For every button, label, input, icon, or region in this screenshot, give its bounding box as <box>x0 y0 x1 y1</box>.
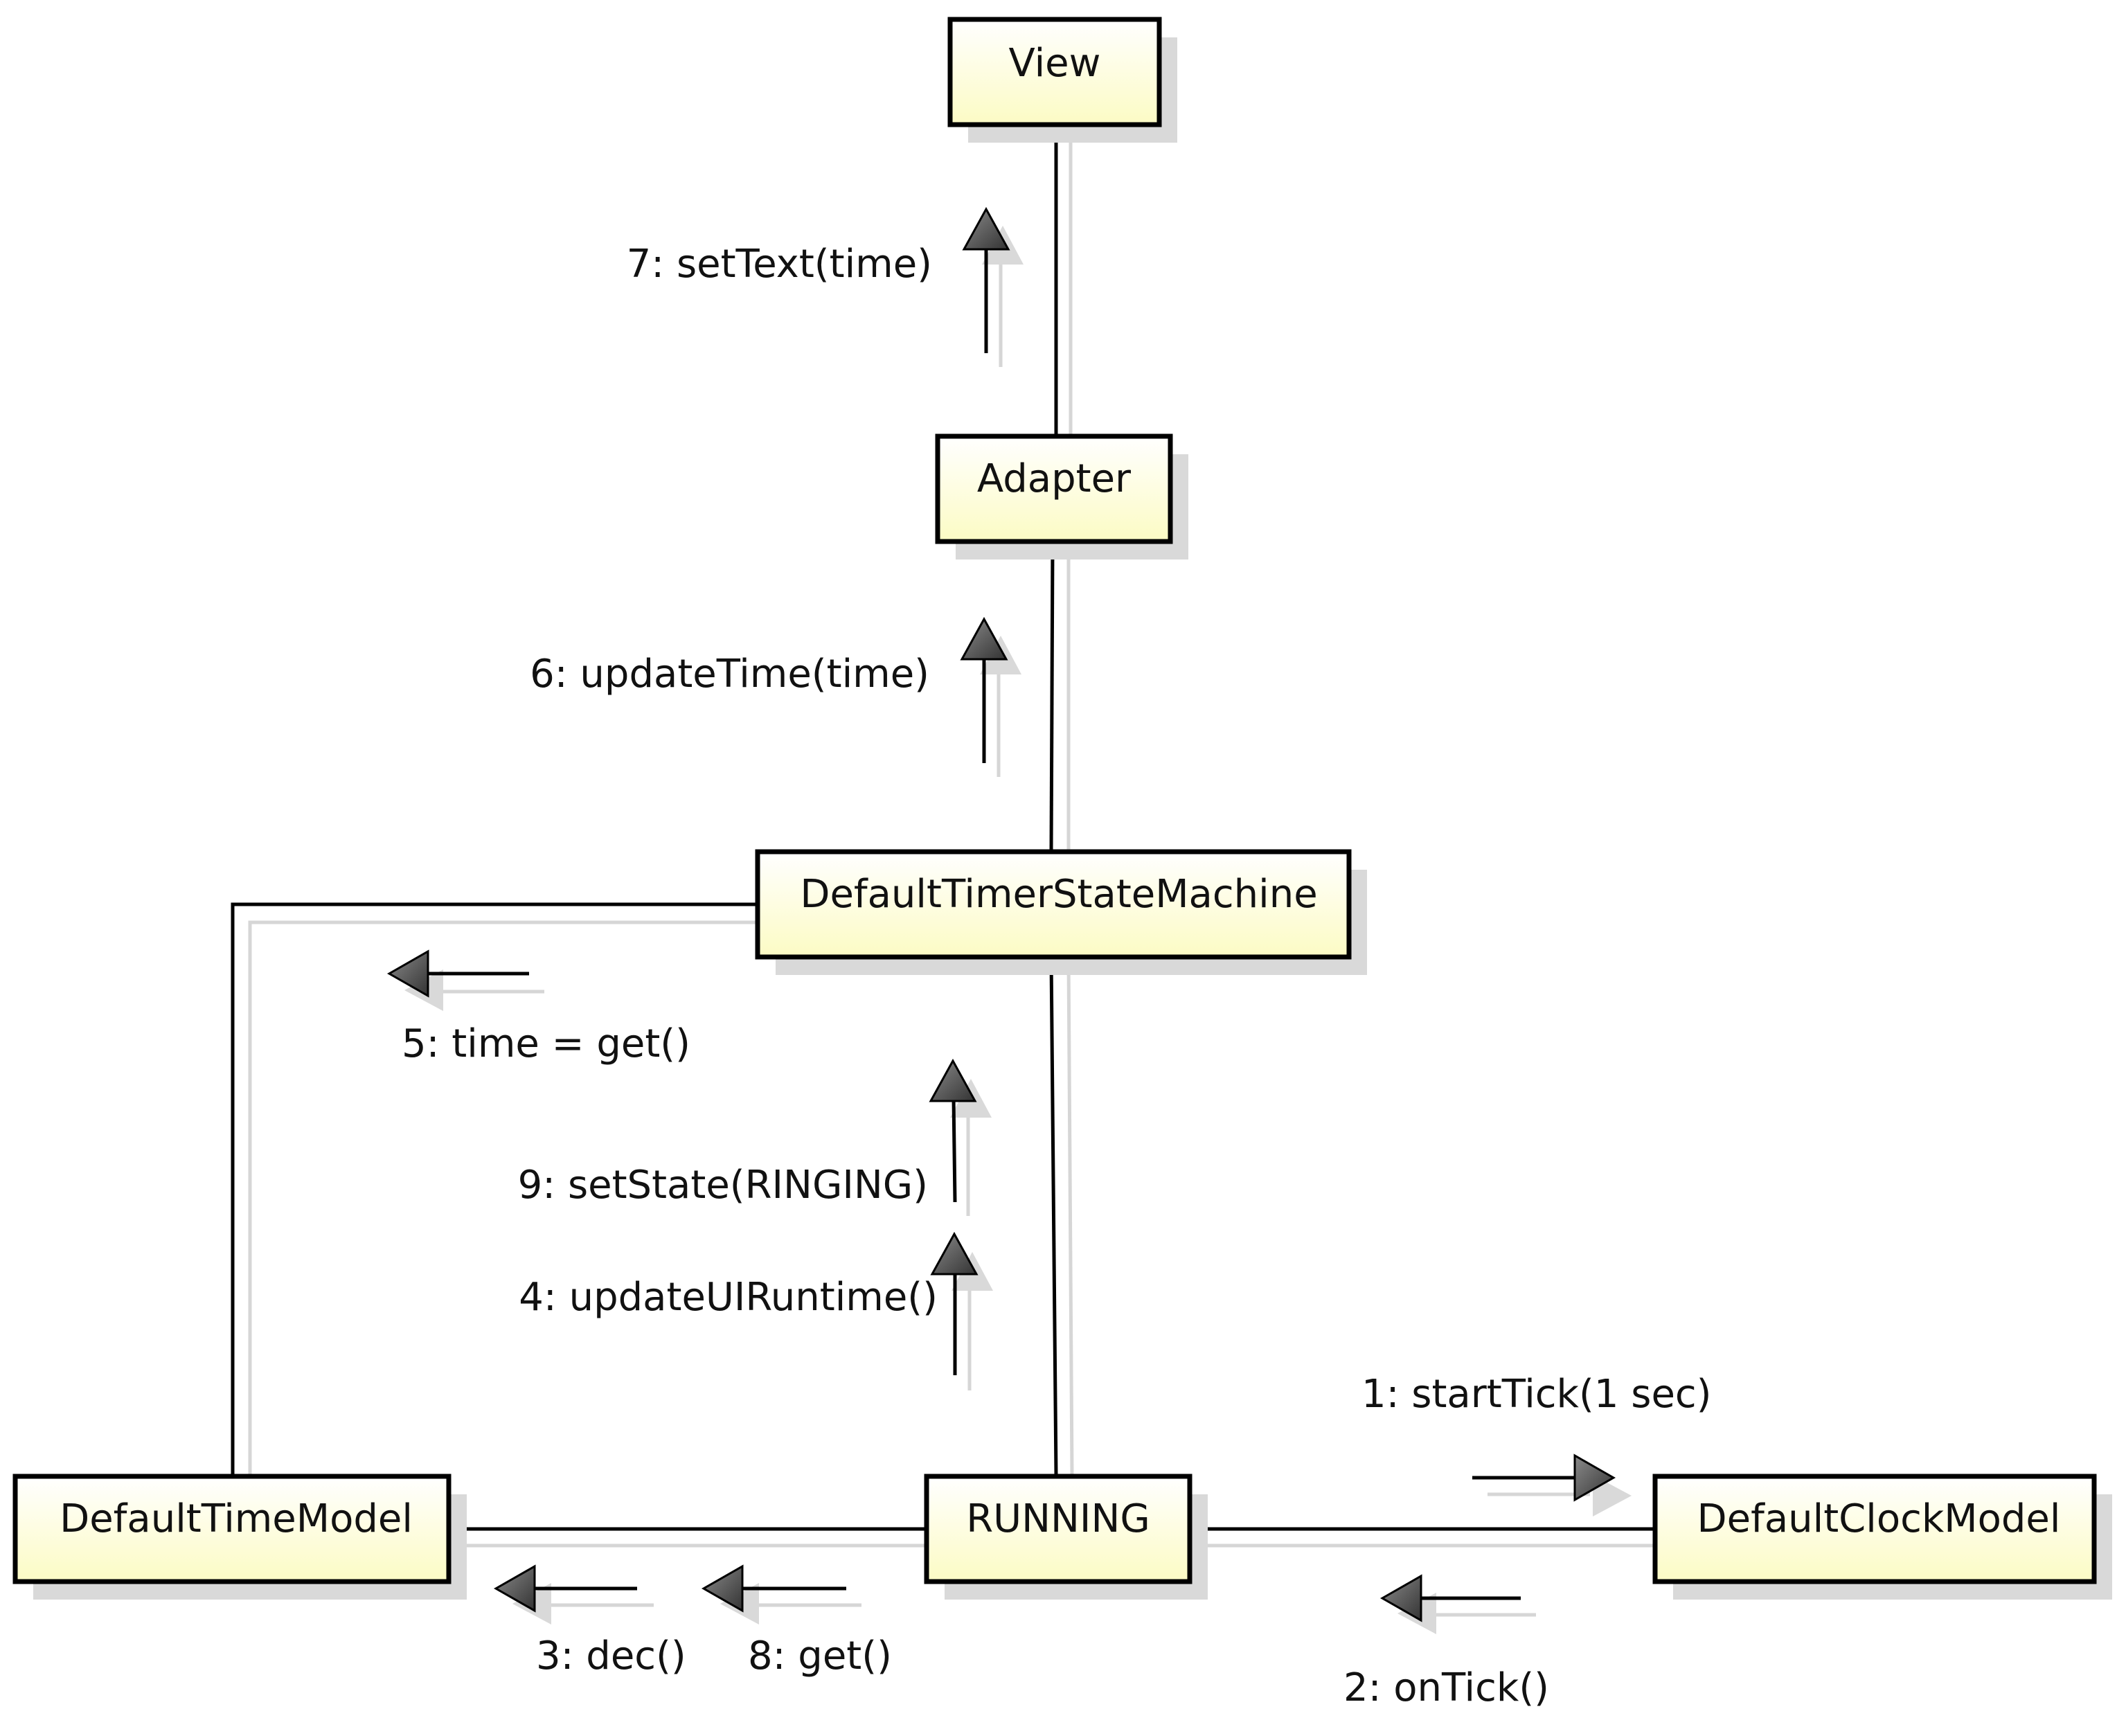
message-4-label: 4: updateUIRuntime() <box>519 1275 938 1320</box>
node-default-timer-state-machine[interactable]: DefaultTimerStateMachine <box>755 849 1367 975</box>
link-state-machine-time-model <box>231 902 756 1475</box>
node-adapter[interactable]: Adapter <box>935 433 1188 560</box>
message-7-label: 7: setText(time) <box>627 242 932 287</box>
message-4-arrow <box>930 1231 993 1390</box>
node-view-label: View <box>1009 41 1101 86</box>
node-running[interactable]: RUNNING <box>924 1474 1208 1600</box>
message-7-arrow <box>962 206 1024 367</box>
node-default-clock-model[interactable]: DefaultClockModel <box>1652 1474 2112 1600</box>
message-9-arrow <box>929 1058 992 1216</box>
message-8-arrow <box>701 1564 861 1625</box>
message-6-arrow <box>960 616 1021 777</box>
link-state-machine-running <box>1049 958 1058 1476</box>
message-5-arrow <box>386 949 544 1011</box>
node-view[interactable]: View <box>947 17 1177 143</box>
message-8-label: 8: get() <box>748 1634 892 1679</box>
message-9-label: 9: setState(RINGING) <box>518 1163 928 1208</box>
message-6-label: 6: updateTime(time) <box>530 652 929 697</box>
link-adapter-state-machine <box>1049 544 1055 852</box>
message-2-arrow <box>1379 1574 1536 1634</box>
link-shadows <box>248 127 1674 1548</box>
message-3-label: 3: dec() <box>536 1634 686 1679</box>
node-default-time-model[interactable]: DefaultTimeModel <box>12 1474 467 1600</box>
node-adapter-label: Adapter <box>977 456 1132 501</box>
node-default-time-model-label: DefaultTimeModel <box>60 1496 413 1541</box>
message-5-label: 5: time = get() <box>402 1021 690 1066</box>
message-3-arrow <box>493 1564 654 1625</box>
message-1-arrow <box>1472 1453 1632 1516</box>
node-default-clock-model-label: DefaultClockModel <box>1697 1496 2061 1541</box>
links <box>231 127 1654 1531</box>
message-2-label: 2: onTick() <box>1343 1665 1549 1710</box>
node-running-label: RUNNING <box>966 1496 1150 1541</box>
message-1-label: 1: startTick(1 sec) <box>1361 1372 1712 1417</box>
node-default-timer-state-machine-label: DefaultTimerStateMachine <box>800 872 1317 917</box>
